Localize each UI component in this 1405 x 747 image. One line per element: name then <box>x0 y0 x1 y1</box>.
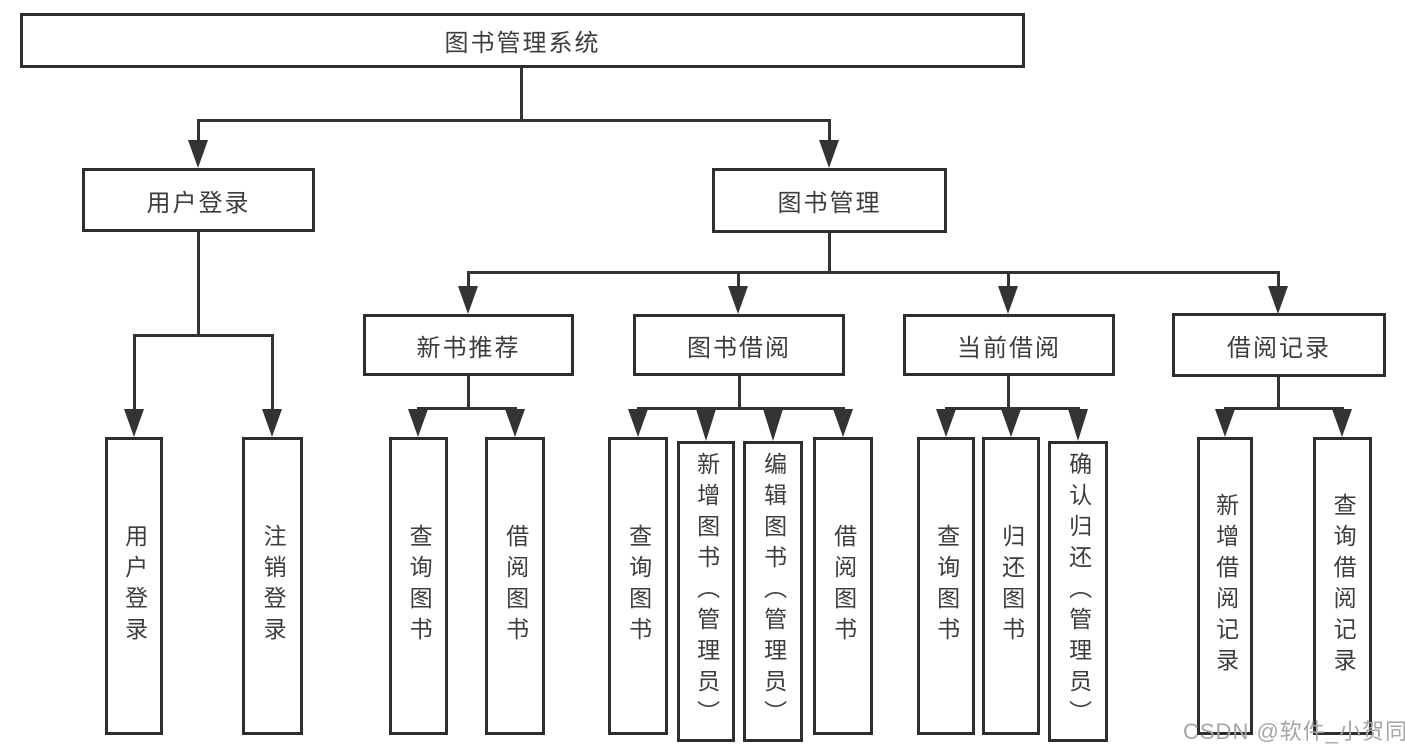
arrowhead-down-icon <box>998 286 1018 314</box>
connector-drop-new-book <box>467 271 470 288</box>
node-user-login-label: 用户登录 <box>146 189 251 217</box>
node-bb-add-book-admin: 新增图书（管理员） <box>677 441 735 742</box>
arrowhead-down-icon <box>1068 409 1088 441</box>
node-cb-return-book: 归还图书 <box>982 437 1040 735</box>
arrowhead-down-icon <box>936 409 956 437</box>
node-bb-edit-book-admin: 编辑图书（管理员） <box>743 441 803 742</box>
node-br-query-record-label: 查询借阅记录 <box>1330 493 1357 679</box>
node-cb-query-book: 查询图书 <box>917 437 975 735</box>
arrowhead-down-icon <box>728 286 748 314</box>
node-book-management: 图书管理 <box>712 168 947 233</box>
node-user-login: 用户登录 <box>82 168 315 232</box>
node-cb-confirm-return-admin-label: 确认归还（管理员） <box>1065 452 1092 731</box>
arrowhead-down-icon <box>696 409 716 441</box>
node-br-query-record: 查询借阅记录 <box>1313 437 1372 735</box>
connector-new-book-horizontal <box>417 407 517 410</box>
arrowhead-down-icon <box>1001 409 1021 437</box>
node-bb-edit-book-admin-label: 编辑图书（管理员） <box>760 452 787 731</box>
connector-new-book-vertical <box>467 376 470 409</box>
connector-drop-user-login <box>197 119 200 143</box>
arrowhead-down-icon <box>763 409 783 441</box>
watermark-text: CSDN @软件_小贺同学 <box>1183 719 1405 744</box>
connector-drop-borrow-record <box>1277 271 1280 288</box>
arrowhead-down-icon <box>262 409 282 437</box>
connector-current-borrow-horizontal <box>945 407 1080 410</box>
node-bb-borrow-book: 借阅图书 <box>813 437 873 735</box>
node-book-borrow-label: 图书借阅 <box>687 334 791 362</box>
node-current-borrow-label: 当前借阅 <box>957 334 1061 362</box>
node-logout: 注销登录 <box>242 437 303 735</box>
node-user-login-leaf: 用户登录 <box>105 437 163 735</box>
connector-book-borrow-horizontal <box>637 407 845 410</box>
arrowhead-down-icon <box>1215 409 1235 437</box>
connector-drop-current-borrow <box>1007 271 1010 288</box>
node-nb-query-book: 查询图书 <box>389 437 448 735</box>
node-logout-label: 注销登录 <box>260 524 287 648</box>
node-book-borrow: 图书借阅 <box>633 314 845 376</box>
node-borrow-records-label: 借阅记录 <box>1227 334 1331 362</box>
node-new-book-recommend: 新书推荐 <box>363 314 574 376</box>
connector-drop-leaf <box>133 334 136 411</box>
arrowhead-down-icon <box>1268 286 1288 314</box>
arrowhead-down-icon <box>1332 409 1352 437</box>
arrowhead-down-icon <box>124 409 144 437</box>
connector-root-horizontal <box>197 119 831 122</box>
connector-borrow-record-vertical <box>1277 376 1280 409</box>
arrowhead-down-icon <box>505 409 525 437</box>
connector-drop-leaf <box>271 334 274 411</box>
connector-current-borrow-vertical <box>1007 376 1010 409</box>
arrowhead-down-icon <box>458 286 478 314</box>
node-br-add-record: 新增借阅记录 <box>1197 437 1253 735</box>
connector-user-login-horizontal <box>133 334 274 337</box>
node-cb-query-book-label: 查询图书 <box>933 524 960 648</box>
node-root-label: 图书管理系统 <box>444 30 601 57</box>
arrowhead-down-icon <box>408 409 428 437</box>
node-bb-add-book-admin-label: 新增图书（管理员） <box>693 452 720 731</box>
node-bb-borrow-book-label: 借阅图书 <box>830 524 857 648</box>
connector-book-mgmt-horizontal <box>467 271 1280 274</box>
connector-borrow-record-horizontal <box>1224 407 1344 410</box>
node-bb-query-book-label: 查询图书 <box>625 524 652 648</box>
arrowhead-down-icon <box>819 140 839 168</box>
node-current-borrow: 当前借阅 <box>903 314 1115 376</box>
node-book-management-label: 图书管理 <box>777 190 882 217</box>
node-br-add-record-label: 新增借阅记录 <box>1212 493 1239 679</box>
connector-drop-book-borrow <box>737 271 740 288</box>
connector-book-mgmt-vertical <box>828 233 831 274</box>
node-root: 图书管理系统 <box>20 13 1025 68</box>
node-bb-query-book: 查询图书 <box>608 437 668 735</box>
arrowhead-down-icon <box>188 140 208 168</box>
arrowhead-down-icon <box>628 409 648 437</box>
node-borrow-records: 借阅记录 <box>1172 313 1386 377</box>
connector-user-login-vertical <box>197 232 200 336</box>
node-cb-confirm-return-admin: 确认归还（管理员） <box>1048 441 1108 742</box>
node-nb-borrow-book-label: 借阅图书 <box>502 524 529 648</box>
node-user-login-leaf-label: 用户登录 <box>121 524 148 648</box>
node-new-book-recommend-label: 新书推荐 <box>416 334 521 362</box>
arrowhead-down-icon <box>833 409 853 437</box>
connector-book-borrow-vertical <box>738 376 741 409</box>
connector-root-vertical <box>520 68 523 121</box>
node-nb-query-book-label: 查询图书 <box>406 524 433 648</box>
node-nb-borrow-book: 借阅图书 <box>485 437 545 735</box>
connector-drop-book-mgmt <box>828 119 831 143</box>
node-cb-return-book-label: 归还图书 <box>998 524 1025 648</box>
